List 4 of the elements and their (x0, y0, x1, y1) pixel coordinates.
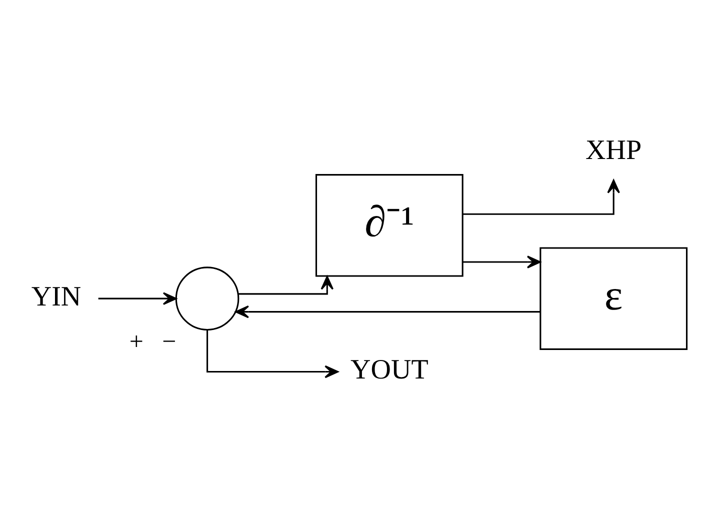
node-label: + − (129, 328, 176, 356)
node-text: YIN (31, 281, 82, 312)
node-text: YOUT (350, 354, 428, 386)
node-text: XHP (586, 135, 642, 166)
